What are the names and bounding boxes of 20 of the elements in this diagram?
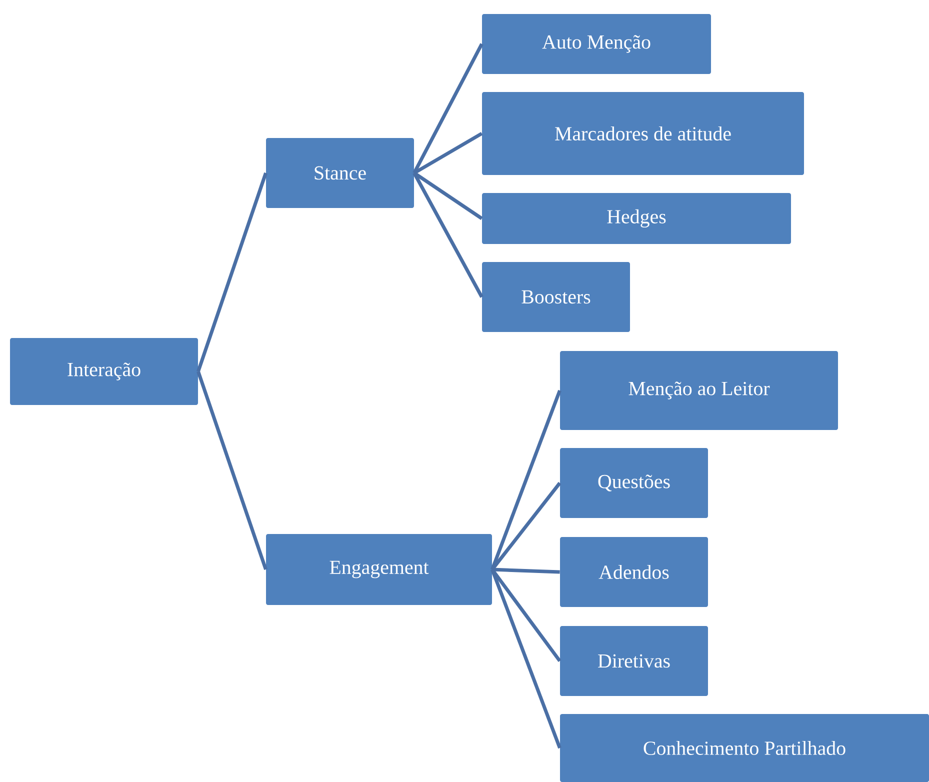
connector-line: [490, 390, 562, 570]
process-box: Auto Menção: [482, 14, 711, 74]
process-box: Diretivas: [560, 626, 708, 696]
process-box: Engagement: [266, 534, 492, 605]
process-box: Marcadores de atitude: [482, 92, 804, 175]
process-box: Interação: [10, 338, 198, 405]
process-box: Menção ao Leitor: [560, 351, 838, 430]
process-box: Hedges: [482, 193, 791, 244]
connector-line: [490, 568, 562, 749]
process-box: Questões: [560, 448, 708, 518]
connector-line: [196, 370, 268, 570]
connector-line: [412, 43, 484, 174]
process-box: Stance: [266, 138, 414, 208]
connector-line: [413, 132, 483, 175]
process-box: Boosters: [482, 262, 630, 332]
connector-line: [196, 172, 268, 372]
connector-line: [412, 172, 484, 298]
connector-line: [492, 568, 560, 574]
process-box: Adendos: [560, 537, 708, 607]
process-box: Conhecimento Partilhado: [560, 714, 929, 782]
